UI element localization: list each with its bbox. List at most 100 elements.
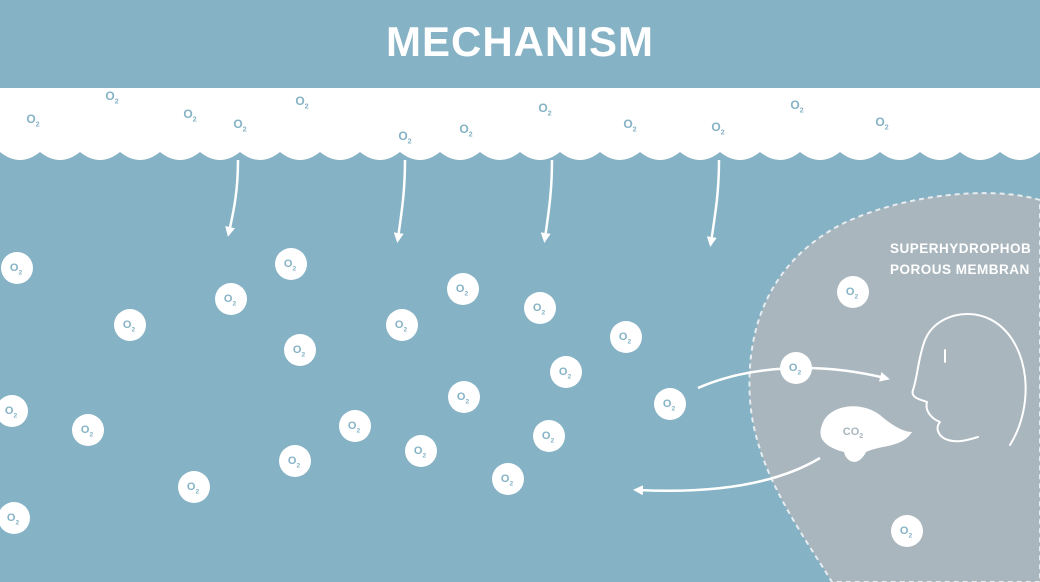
oxygen-molecule: O2: [654, 388, 686, 420]
oxygen-molecule-circle: [72, 414, 104, 446]
air-oxygen-label: O2: [790, 98, 803, 115]
air-layer: [0, 88, 1040, 160]
oxygen-molecule: O2: [0, 502, 30, 534]
oxygen-molecule-circle: [386, 309, 418, 341]
oxygen-molecule-label: O2: [187, 481, 200, 495]
oxygen-molecule: O2: [386, 309, 418, 341]
oxygen-molecule: O2: [72, 414, 104, 446]
oxygen-molecule-circle: [0, 395, 28, 427]
air-oxygen-label: O2: [183, 107, 196, 124]
oxygen-molecule-label: O2: [533, 302, 546, 316]
oxygen-molecule: O2: [279, 445, 311, 477]
air-oxygen-label: O2: [26, 112, 39, 129]
oxygen-molecule-label: O2: [123, 319, 136, 333]
air-oxygen-label: O2: [105, 89, 118, 106]
oxygen-molecule-circle: [654, 388, 686, 420]
diffusion-arrow: [540, 159, 554, 243]
diffusion-arrow: [393, 159, 407, 243]
oxygen-molecule-circle: [279, 445, 311, 477]
oxygen-molecule-circle: [405, 435, 437, 467]
oxygen-molecule-circle: [550, 356, 582, 388]
oxygen-molecule: O2: [891, 515, 923, 547]
membrane-label-line2: POROUS MEMBRAN: [890, 262, 1030, 277]
oxygen-molecule-label: O2: [619, 331, 632, 345]
co2-out-arrow: [633, 456, 821, 496]
oxygen-molecule-label: O2: [288, 455, 301, 469]
oxygen-molecule-circle: [178, 471, 210, 503]
oxygen-molecule: O2: [114, 309, 146, 341]
oxygen-molecule-label: O2: [284, 258, 297, 272]
oxygen-molecule: O2: [780, 352, 812, 384]
oxygen-molecule: O2: [448, 381, 480, 413]
oxygen-molecule: O2: [215, 283, 247, 315]
oxygen-molecule: O2: [550, 356, 582, 388]
oxygen-molecule-circle: [1, 252, 33, 284]
oxygen-molecule-label: O2: [501, 473, 514, 487]
air-oxygen-label: O2: [295, 94, 308, 111]
oxygen-molecule: O2: [284, 334, 316, 366]
oxygen-molecule-label: O2: [663, 398, 676, 412]
oxygen-molecule-label: O2: [457, 391, 470, 405]
svg-text:CO2: CO2: [843, 426, 864, 440]
air-oxygen-label: O2: [233, 117, 246, 134]
oxygen-molecule-label: O2: [559, 366, 572, 380]
page-title: MECHANISM: [386, 18, 654, 65]
oxygen-molecule-label: O2: [10, 262, 23, 276]
oxygen-molecule-label: O2: [414, 445, 427, 459]
diffusion-arrow: [706, 159, 721, 247]
oxygen-molecule-circle: [448, 381, 480, 413]
oxygen-molecule: O2: [533, 420, 565, 452]
oxygen-molecule-label: O2: [7, 512, 20, 526]
oxygen-molecule-circle: [275, 248, 307, 280]
oxygen-molecule-circle: [891, 515, 923, 547]
oxygen-molecule-circle: [114, 309, 146, 341]
oxygen-molecule-label: O2: [846, 286, 859, 300]
oxygen-molecule: O2: [339, 410, 371, 442]
oxygen-molecule: O2: [275, 248, 307, 280]
air-oxygen-label: O2: [538, 101, 551, 118]
oxygen-molecule: O2: [178, 471, 210, 503]
air-oxygen-label: O2: [711, 120, 724, 137]
oxygen-molecule-label: O2: [456, 283, 469, 297]
membrane-region: [748, 192, 1040, 582]
oxygen-molecule-label: O2: [542, 430, 555, 444]
oxygen-molecule-circle: [533, 420, 565, 452]
oxygen-molecule-circle: [215, 283, 247, 315]
oxygen-molecule: O2: [1, 252, 33, 284]
oxygen-molecule-label: O2: [81, 424, 94, 438]
oxygen-molecule: O2: [0, 395, 28, 427]
oxygen-molecule: O2: [405, 435, 437, 467]
person-head-icon: [911, 313, 1027, 446]
oxygen-molecule-label: O2: [5, 405, 18, 419]
title-bar: [0, 0, 1040, 88]
oxygen-molecule-circle: [447, 273, 479, 305]
oxygen-molecule-label: O2: [293, 344, 306, 358]
oxygen-molecule: O2: [492, 463, 524, 495]
diffusion-arrow: [225, 159, 240, 237]
oxygen-molecule-label: O2: [900, 525, 913, 539]
air-oxygen-label: O2: [623, 117, 636, 134]
oxygen-molecule-circle: [339, 410, 371, 442]
oxygen-molecule-circle: [780, 352, 812, 384]
oxygen-molecule: O2: [447, 273, 479, 305]
oxygen-molecule-circle: [0, 502, 30, 534]
membrane-label-line1: SUPERHYDROPHOB: [890, 241, 1032, 256]
membrane-label: SUPERHYDROPHOB POROUS MEMBRAN: [890, 238, 1031, 280]
oxygen-molecule-circle: [837, 276, 869, 308]
oxygen-molecule: O2: [524, 292, 556, 324]
diffusion-arrows: [225, 159, 721, 247]
oxygen-molecule: O2: [610, 321, 642, 353]
co2-bubble: CO2: [820, 406, 912, 462]
oxygen-molecule-circle: [492, 463, 524, 495]
oxygen-molecule-label: O2: [789, 362, 802, 376]
air-oxygen-label: O2: [459, 122, 472, 139]
oxygen-molecule-circle: [524, 292, 556, 324]
oxygen-molecule-circle: [610, 321, 642, 353]
oxygen-molecule: O2: [837, 276, 869, 308]
oxygen-molecule-label: O2: [348, 420, 361, 434]
air-oxygen-label: O2: [398, 129, 411, 146]
